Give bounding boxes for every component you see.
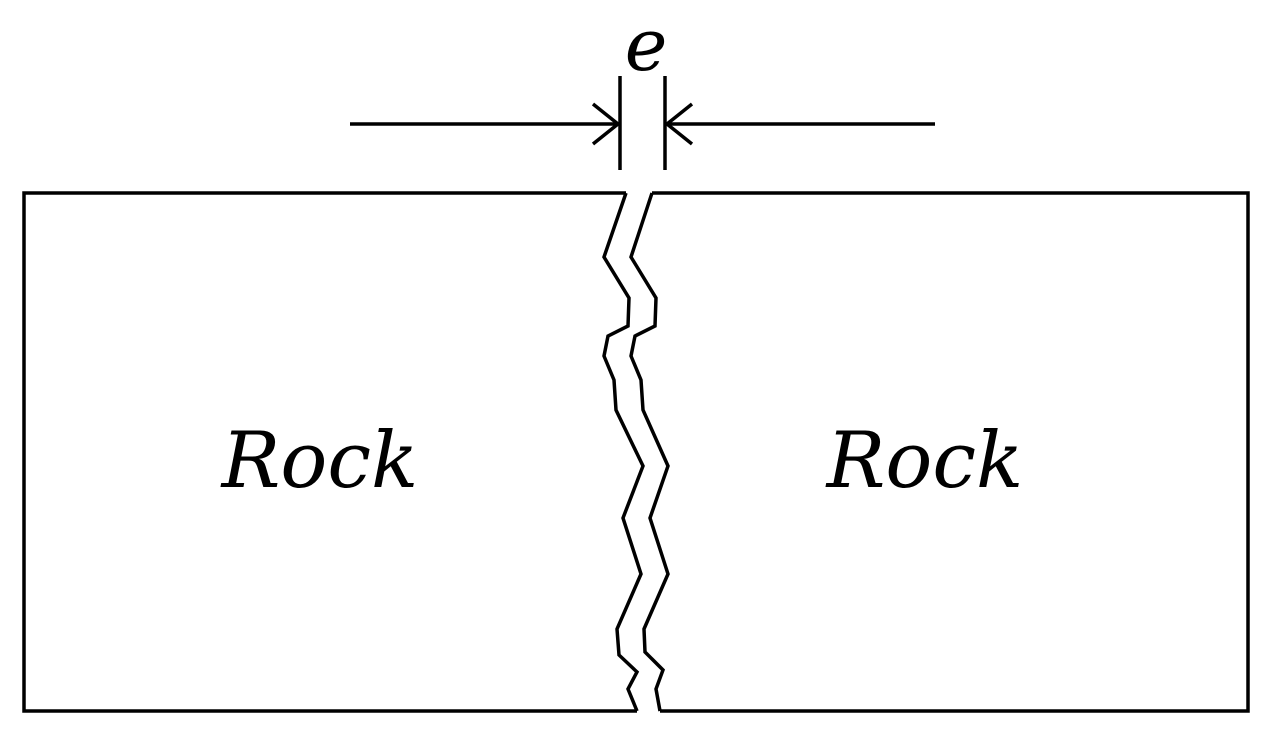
- fracture-left-wall: [602, 192, 645, 712]
- right-arrow-head: [664, 102, 694, 146]
- left-rock-label: Rock: [220, 416, 419, 506]
- fracture-right-wall: [629, 192, 670, 712]
- right-rock-label: Rock: [825, 416, 1024, 506]
- left-rock-block-outline: [22, 191, 637, 713]
- aperture-label: e: [625, 3, 668, 87]
- right-rock-block-outline: [652, 191, 1250, 713]
- left-arrow-head: [591, 102, 621, 146]
- rock-blocks: [22, 191, 1250, 713]
- aperture-dimension: e: [350, 3, 935, 170]
- fracture: [602, 192, 670, 712]
